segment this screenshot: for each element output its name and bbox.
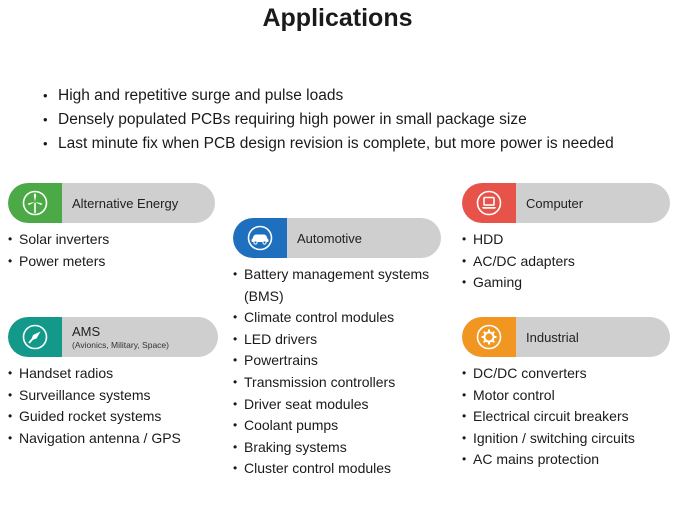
card-alternative-energy: Alternative Energy Solar inverters Power… (8, 183, 215, 272)
industrial-list: DC/DC converters Motor control Electrica… (462, 363, 670, 471)
list-item: AC/DC adapters (462, 251, 670, 273)
list-item: Battery management systems (BMS) (233, 264, 439, 307)
car-icon (233, 218, 287, 258)
list-item: LED drivers (233, 329, 439, 351)
intro-bullet: High and repetitive surge and pulse load… (43, 84, 614, 108)
page-title: Applications (262, 4, 413, 32)
list-item: Motor control (462, 385, 670, 407)
list-item: Cluster control modules (233, 458, 439, 480)
list-item: Handset radios (8, 363, 218, 385)
list-item: Climate control modules (233, 307, 439, 329)
list-item: Solar inverters (8, 229, 215, 251)
automotive-header: Automotive (233, 218, 441, 258)
intro-bullet-list: High and repetitive surge and pulse load… (43, 84, 614, 156)
automotive-list: Battery management systems (BMS) Climate… (233, 264, 439, 480)
computer-list: HDD AC/DC adapters Gaming (462, 229, 670, 294)
list-item: Ignition / switching circuits (462, 428, 670, 450)
card-ams: AMS (Avionics, Military, Space) Handset … (8, 317, 218, 449)
list-item: Braking systems (233, 437, 439, 459)
intro-bullet: Last minute fix when PCB design revision… (43, 132, 614, 156)
card-computer: Computer HDD AC/DC adapters Gaming (462, 183, 670, 294)
rocket-icon (8, 317, 62, 357)
ams-list: Handset radios Surveillance systems Guid… (8, 363, 218, 449)
alternative-energy-header: Alternative Energy (8, 183, 215, 223)
list-item: Surveillance systems (8, 385, 218, 407)
computer-label: Computer (526, 195, 584, 211)
ams-header: AMS (Avionics, Military, Space) (8, 317, 218, 357)
list-item: Transmission controllers (233, 372, 439, 394)
list-item: Guided rocket systems (8, 406, 218, 428)
industrial-label: Industrial (526, 329, 579, 345)
list-item: DC/DC converters (462, 363, 670, 385)
ams-label: AMS (72, 324, 101, 339)
list-item: HDD (462, 229, 670, 251)
list-item: Navigation antenna / GPS (8, 428, 218, 450)
list-item: Electrical circuit breakers (462, 406, 670, 428)
laptop-icon (462, 183, 516, 223)
ams-sublabel: (Avionics, Military, Space) (72, 340, 169, 350)
industrial-header: Industrial (462, 317, 670, 357)
intro-bullet: Densely populated PCBs requiring high po… (43, 108, 614, 132)
card-automotive: Automotive Battery management systems (B… (233, 218, 441, 480)
wind-turbine-icon (8, 183, 62, 223)
alternative-energy-list: Solar inverters Power meters (8, 229, 215, 272)
list-item: Power meters (8, 251, 215, 273)
list-item: Powertrains (233, 350, 439, 372)
computer-header: Computer (462, 183, 670, 223)
list-item: AC mains protection (462, 449, 670, 471)
list-item: Gaming (462, 272, 670, 294)
alternative-energy-label: Alternative Energy (72, 195, 179, 211)
list-item: Coolant pumps (233, 415, 439, 437)
list-item: Driver seat modules (233, 394, 439, 416)
gear-icon (462, 317, 516, 357)
automotive-label: Automotive (297, 230, 363, 246)
card-industrial: Industrial DC/DC converters Motor contro… (462, 317, 670, 471)
